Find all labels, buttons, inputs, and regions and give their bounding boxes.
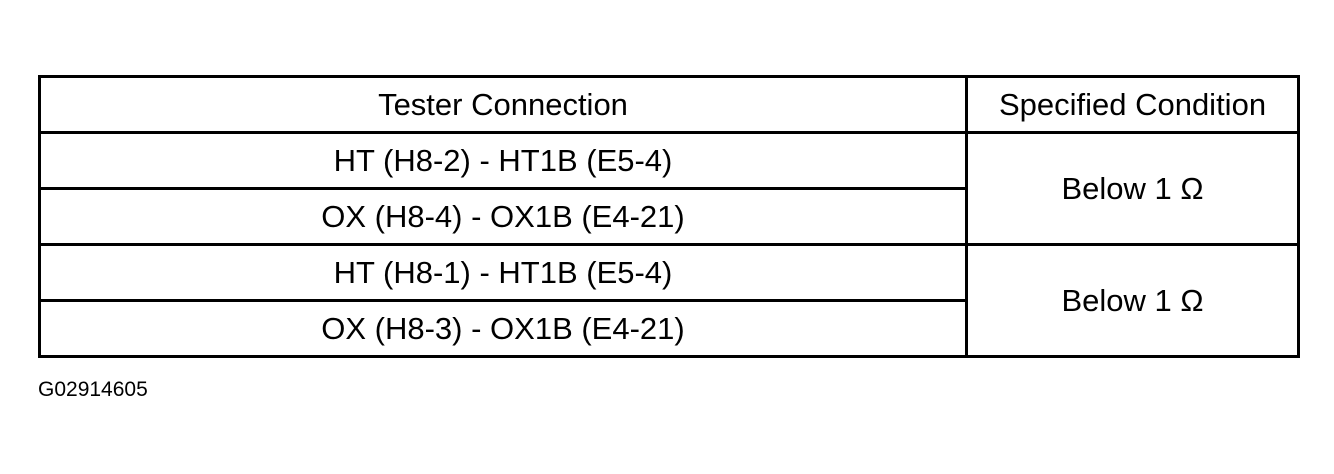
tester-connection-cell: HT (H8-1) - HT1B (E5-4)	[38, 243, 968, 302]
table-row: HT (H8-1) - HT1B (E5-4) Below 1 Ω	[38, 243, 1300, 358]
header-tester-connection: Tester Connection	[38, 75, 968, 134]
tester-connection-cell: HT (H8-2) - HT1B (E5-4)	[38, 131, 968, 190]
tester-connection-cell: OX (H8-3) - OX1B (E4-21)	[38, 299, 968, 358]
header-specified-condition: Specified Condition	[965, 75, 1300, 134]
specified-condition-cell: Below 1 Ω	[965, 243, 1300, 358]
table-row: HT (H8-2) - HT1B (E5-4) Below 1 Ω	[38, 131, 1300, 246]
table-header-row: Tester Connection Specified Condition	[38, 75, 1300, 134]
figure-id: G02914605	[38, 378, 148, 401]
specified-condition-cell: Below 1 Ω	[965, 131, 1300, 246]
tester-connection-cell: OX (H8-4) - OX1B (E4-21)	[38, 187, 968, 246]
tester-connection-table: Tester Connection Specified Condition HT…	[38, 75, 1300, 358]
table-row: OX (H8-4) - OX1B (E4-21)	[38, 187, 1299, 246]
table-row: OX (H8-3) - OX1B (E4-21)	[38, 299, 1299, 358]
